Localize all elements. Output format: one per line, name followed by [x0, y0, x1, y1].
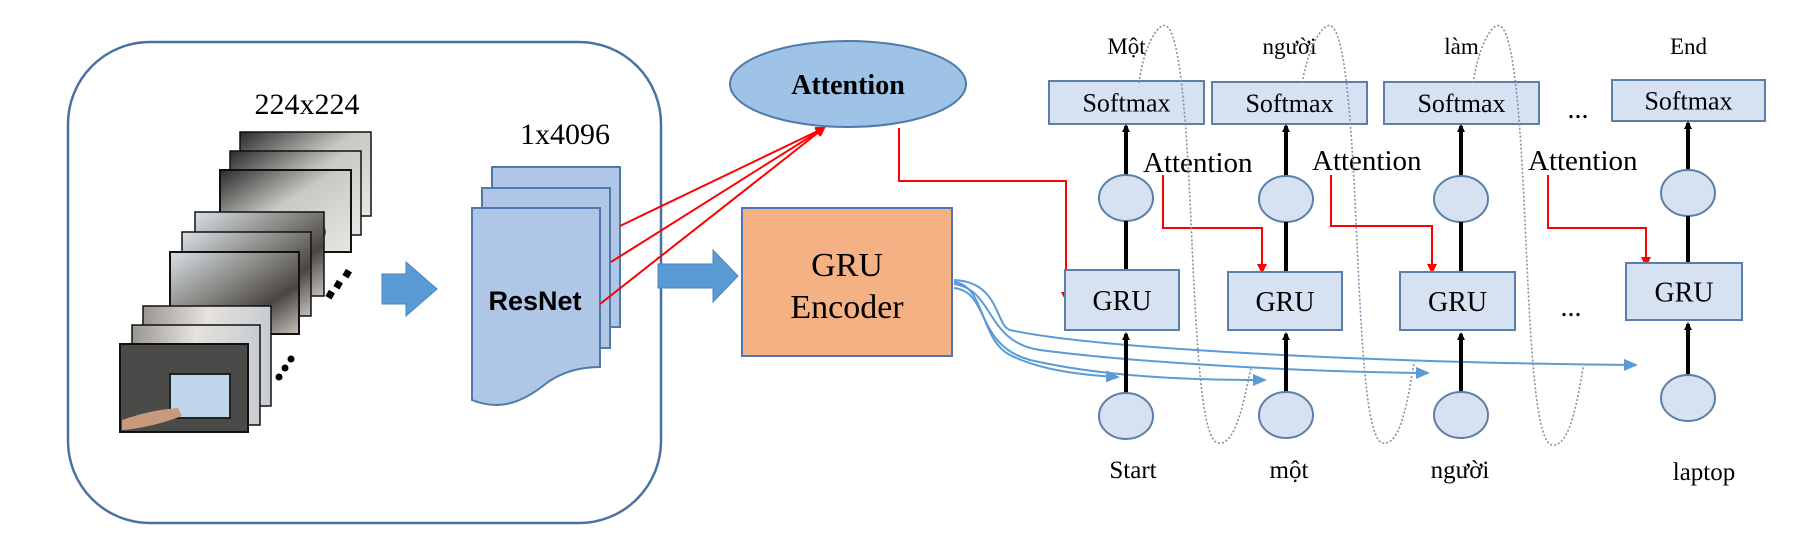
step-attention-link — [1162, 175, 1267, 274]
input-word: người — [1431, 457, 1490, 484]
softmax-label: Softmax — [1245, 89, 1333, 118]
step-attention-link — [1330, 175, 1437, 274]
hidden-state-node — [1258, 175, 1314, 223]
decoder-gru-label: GRU — [1428, 287, 1487, 318]
input-embedding-node — [1660, 374, 1716, 422]
input-word: Start — [1109, 457, 1156, 484]
attention-link — [599, 126, 826, 305]
input-embedding-node — [1433, 391, 1489, 439]
resnet-label: ResNet — [488, 286, 581, 316]
frame-group-3 — [119, 305, 272, 433]
resnet-page-front — [471, 207, 601, 407]
softmax-label: Softmax — [1417, 89, 1505, 118]
input-embedding-node — [1258, 391, 1314, 439]
decoder-gru-box — [1399, 271, 1516, 331]
decoder-gru-label: GRU — [1255, 287, 1314, 318]
resnet-to-attention-links — [599, 126, 826, 305]
softmax-box — [1611, 79, 1766, 122]
decoder-gru-box — [1227, 271, 1343, 331]
softmax-label: Softmax — [1644, 87, 1732, 116]
output-word: Một — [1107, 34, 1146, 59]
context-link-1 — [953, 281, 1120, 383]
feedback-loops — [1138, 24, 1585, 446]
hidden-state-node — [1098, 174, 1154, 222]
attention-link — [619, 126, 826, 227]
step-attention-label: Attention — [1528, 145, 1638, 177]
attention-ellipse — [729, 40, 967, 128]
output-word: làm — [1444, 34, 1479, 59]
decoder-gru-box — [1064, 269, 1180, 331]
attention-link — [610, 126, 826, 263]
hidden-state-node — [1433, 175, 1489, 223]
feature-size-label: 1x4096 — [520, 118, 610, 151]
attention-node-label: Attention — [791, 70, 905, 101]
feedback-loop-3 — [1472, 24, 1585, 446]
output-word: người — [1262, 34, 1316, 59]
softmax-box — [1383, 81, 1540, 125]
gru-encoder-box — [741, 207, 953, 357]
step-attention-label: Attention — [1312, 145, 1422, 177]
tablet-screen — [169, 373, 231, 419]
encoder-context-links — [953, 279, 1638, 386]
resnet-to-encoder-arrow — [657, 248, 739, 304]
gru-encoder: GRU Encoder — [741, 207, 953, 357]
decoder-gru-box — [1625, 262, 1743, 321]
context-link-4 — [953, 279, 1638, 371]
resnet-stack: ResNet — [471, 166, 621, 407]
decoder-gru-label: GRU — [1092, 286, 1151, 317]
context-link-3 — [953, 283, 1430, 379]
gru-ellipsis: ... — [1561, 292, 1582, 323]
softmax-label: Softmax — [1082, 89, 1170, 118]
hidden-state-node — [1660, 169, 1716, 217]
attention-node: Attention — [729, 40, 967, 128]
frames-to-resnet-arrow — [381, 260, 438, 318]
decoder-gru-label: GRU — [1654, 278, 1713, 309]
context-link-2 — [953, 287, 1267, 386]
output-word: End — [1670, 34, 1708, 59]
gru-encoder-label-line2: Encoder — [790, 289, 904, 326]
decoder: MộtSoftmaxGRUStartAttentionngườiSoftmaxG… — [1048, 34, 1766, 486]
frame-group-2 — [169, 211, 325, 335]
gru-encoder-label-line1: GRU — [811, 247, 883, 284]
frame-size-label: 224x224 — [255, 88, 360, 121]
frame-ellipsis-dots — [275, 268, 352, 381]
input-embedding-node — [1098, 392, 1154, 440]
step-attention-label: Attention — [1143, 147, 1253, 179]
attention-to-gru-1-link — [898, 128, 1071, 302]
softmax-ellipsis: ... — [1568, 94, 1589, 125]
input-word: một — [1270, 457, 1309, 484]
hand — [122, 408, 182, 430]
encoder-panel: 224x224 — [66, 40, 663, 525]
input-word: laptop — [1673, 459, 1736, 486]
step-attention-link — [1547, 175, 1651, 267]
